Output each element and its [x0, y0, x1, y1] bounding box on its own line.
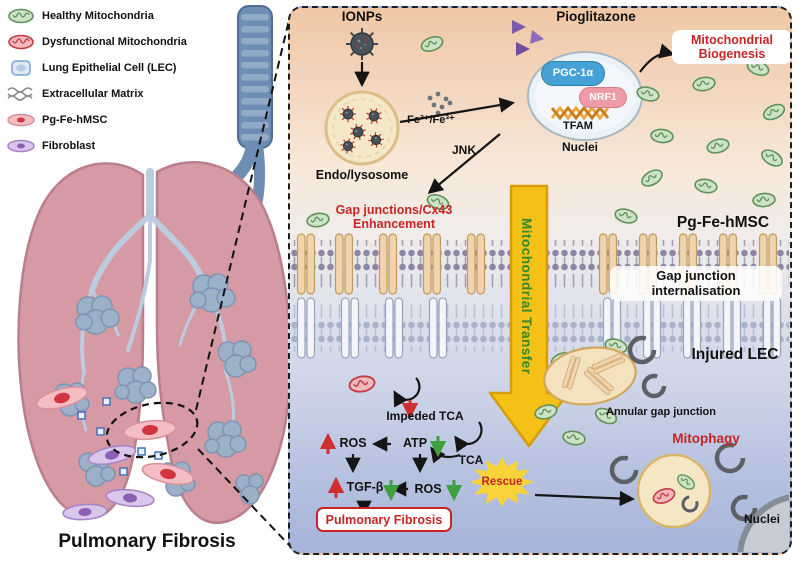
legend-item-lec: Lung Epithelial Cell (LEC)	[6, 58, 187, 78]
injured-lec-label: Injured LEC	[691, 346, 779, 363]
dysfunctional-mitochondria-icon	[8, 34, 34, 50]
legend-item-fibroblast: Fibroblast	[6, 136, 187, 156]
annular-gap-junction	[543, 346, 637, 406]
fibroblast-cells	[62, 444, 155, 521]
lung-epithelial-cell-icon	[11, 60, 31, 76]
impeded-cycle-icon	[393, 377, 421, 408]
fe-ions-label: Fe²⁺/Fe³⁺	[407, 114, 455, 126]
legend-label: Healthy Mitochondria	[42, 10, 154, 22]
legend-label: Pg-Fe-hMSC	[42, 114, 108, 126]
gji-line1: Gap junction	[656, 268, 736, 283]
ionps-label: IONPs	[341, 9, 383, 24]
zoom-ellipse	[105, 401, 199, 459]
mitophagy-autophagosome	[636, 453, 712, 529]
tca-label: TCA	[458, 453, 484, 467]
biogenesis-line1: Mitochondrial	[691, 33, 773, 47]
ros2-label: ROS	[414, 482, 442, 496]
mitochondrial-biogenesis-label: Mitochondrial Biogenesis	[672, 30, 790, 64]
mechanism-panel: IONPs Pioglitazone Endo/lysosome Fe²⁺/Fe…	[288, 6, 792, 555]
annular-gap-junction-label: Annular gap junction	[606, 406, 716, 418]
gap-junction-enhancement-label: Gap junctions/Cx43 Enhancement	[310, 203, 478, 231]
fibroblast-icon	[7, 139, 35, 153]
ionp-particle-icon	[346, 28, 378, 60]
pioglitazone-label: Pioglitazone	[556, 9, 636, 24]
legend-item-pg-fe-hmsc: Pg-Fe-hMSC	[6, 110, 187, 130]
legend-label: Extracellular Matrix	[42, 88, 144, 100]
pg-fe-hmsc-icon	[7, 113, 35, 127]
nrf1-badge: NRF1	[579, 87, 627, 108]
dysfunctional-mitochondrion	[347, 373, 377, 395]
vesicle-arcs	[609, 335, 758, 522]
nuclei-bottom-label: Nuclei	[743, 512, 780, 526]
tca-cycle-icon	[454, 421, 483, 453]
left-caption: Pulmonary Fibrosis	[58, 531, 236, 552]
gap-junction-internalisation-label: Gap junction internalisation	[610, 266, 782, 302]
nucleus-bottom	[737, 494, 789, 552]
tgf-beta-label: TGF-β	[346, 480, 384, 494]
gap-junctions-line1: Gap junctions/Cx43	[335, 203, 453, 217]
pioglitazone-molecules	[512, 20, 544, 56]
pg-fe-hmsc-cells	[36, 386, 195, 486]
legend-label: Lung Epithelial Cell (LEC)	[42, 62, 177, 74]
mitophagy-label: Mitophagy	[672, 431, 740, 446]
pg-fe-hmsc-label: Pg-Fe-hMSC	[676, 214, 770, 231]
gap-junctions-line2: Enhancement	[353, 217, 435, 231]
impeded-tca-label: Impeded TCA	[386, 409, 464, 423]
healthy-mitochondria-icon	[8, 8, 34, 24]
up-down-indicators	[319, 400, 463, 502]
legend-label: Fibroblast	[42, 140, 96, 152]
pgc1a-badge: PGC-1α	[541, 61, 605, 86]
legend-item-dysfunctional-mitochondria: Dysfunctional Mitochondria	[6, 32, 187, 52]
atp-label: ATP	[402, 436, 428, 450]
pathway-arrows	[345, 43, 675, 517]
legend-item-healthy-mitochondria: Healthy Mitochondria	[6, 6, 187, 26]
legend-label: Dysfunctional Mitochondria	[42, 36, 187, 48]
endolysosome-label: Endo/lysosome	[315, 168, 409, 182]
nuclei-top-label: Nuclei	[561, 140, 598, 154]
mitochondrial-transfer-arrow	[488, 184, 570, 448]
iron-ion-dots	[427, 91, 453, 116]
extracellular-matrix-icon	[7, 87, 33, 101]
gap-junction-markers	[77, 397, 163, 476]
lung-illustration	[17, 5, 292, 524]
pulmonary-fibrosis-badge: Pulmonary Fibrosis	[316, 507, 452, 532]
gji-line2: internalisation	[651, 282, 741, 298]
legend-item-ecm: Extracellular Matrix	[6, 84, 187, 104]
jnk-label: JNK	[451, 143, 476, 157]
biogenesis-line2: Biogenesis	[698, 47, 766, 61]
ros1-label: ROS	[339, 436, 367, 450]
mitochondrial-transfer-label: Mitochondrial Transfer	[519, 217, 535, 375]
tfam-label: TFAM	[563, 120, 593, 132]
endolysosome	[324, 90, 400, 166]
legend: Healthy Mitochondria Dysfunctional Mitoc…	[6, 6, 187, 156]
